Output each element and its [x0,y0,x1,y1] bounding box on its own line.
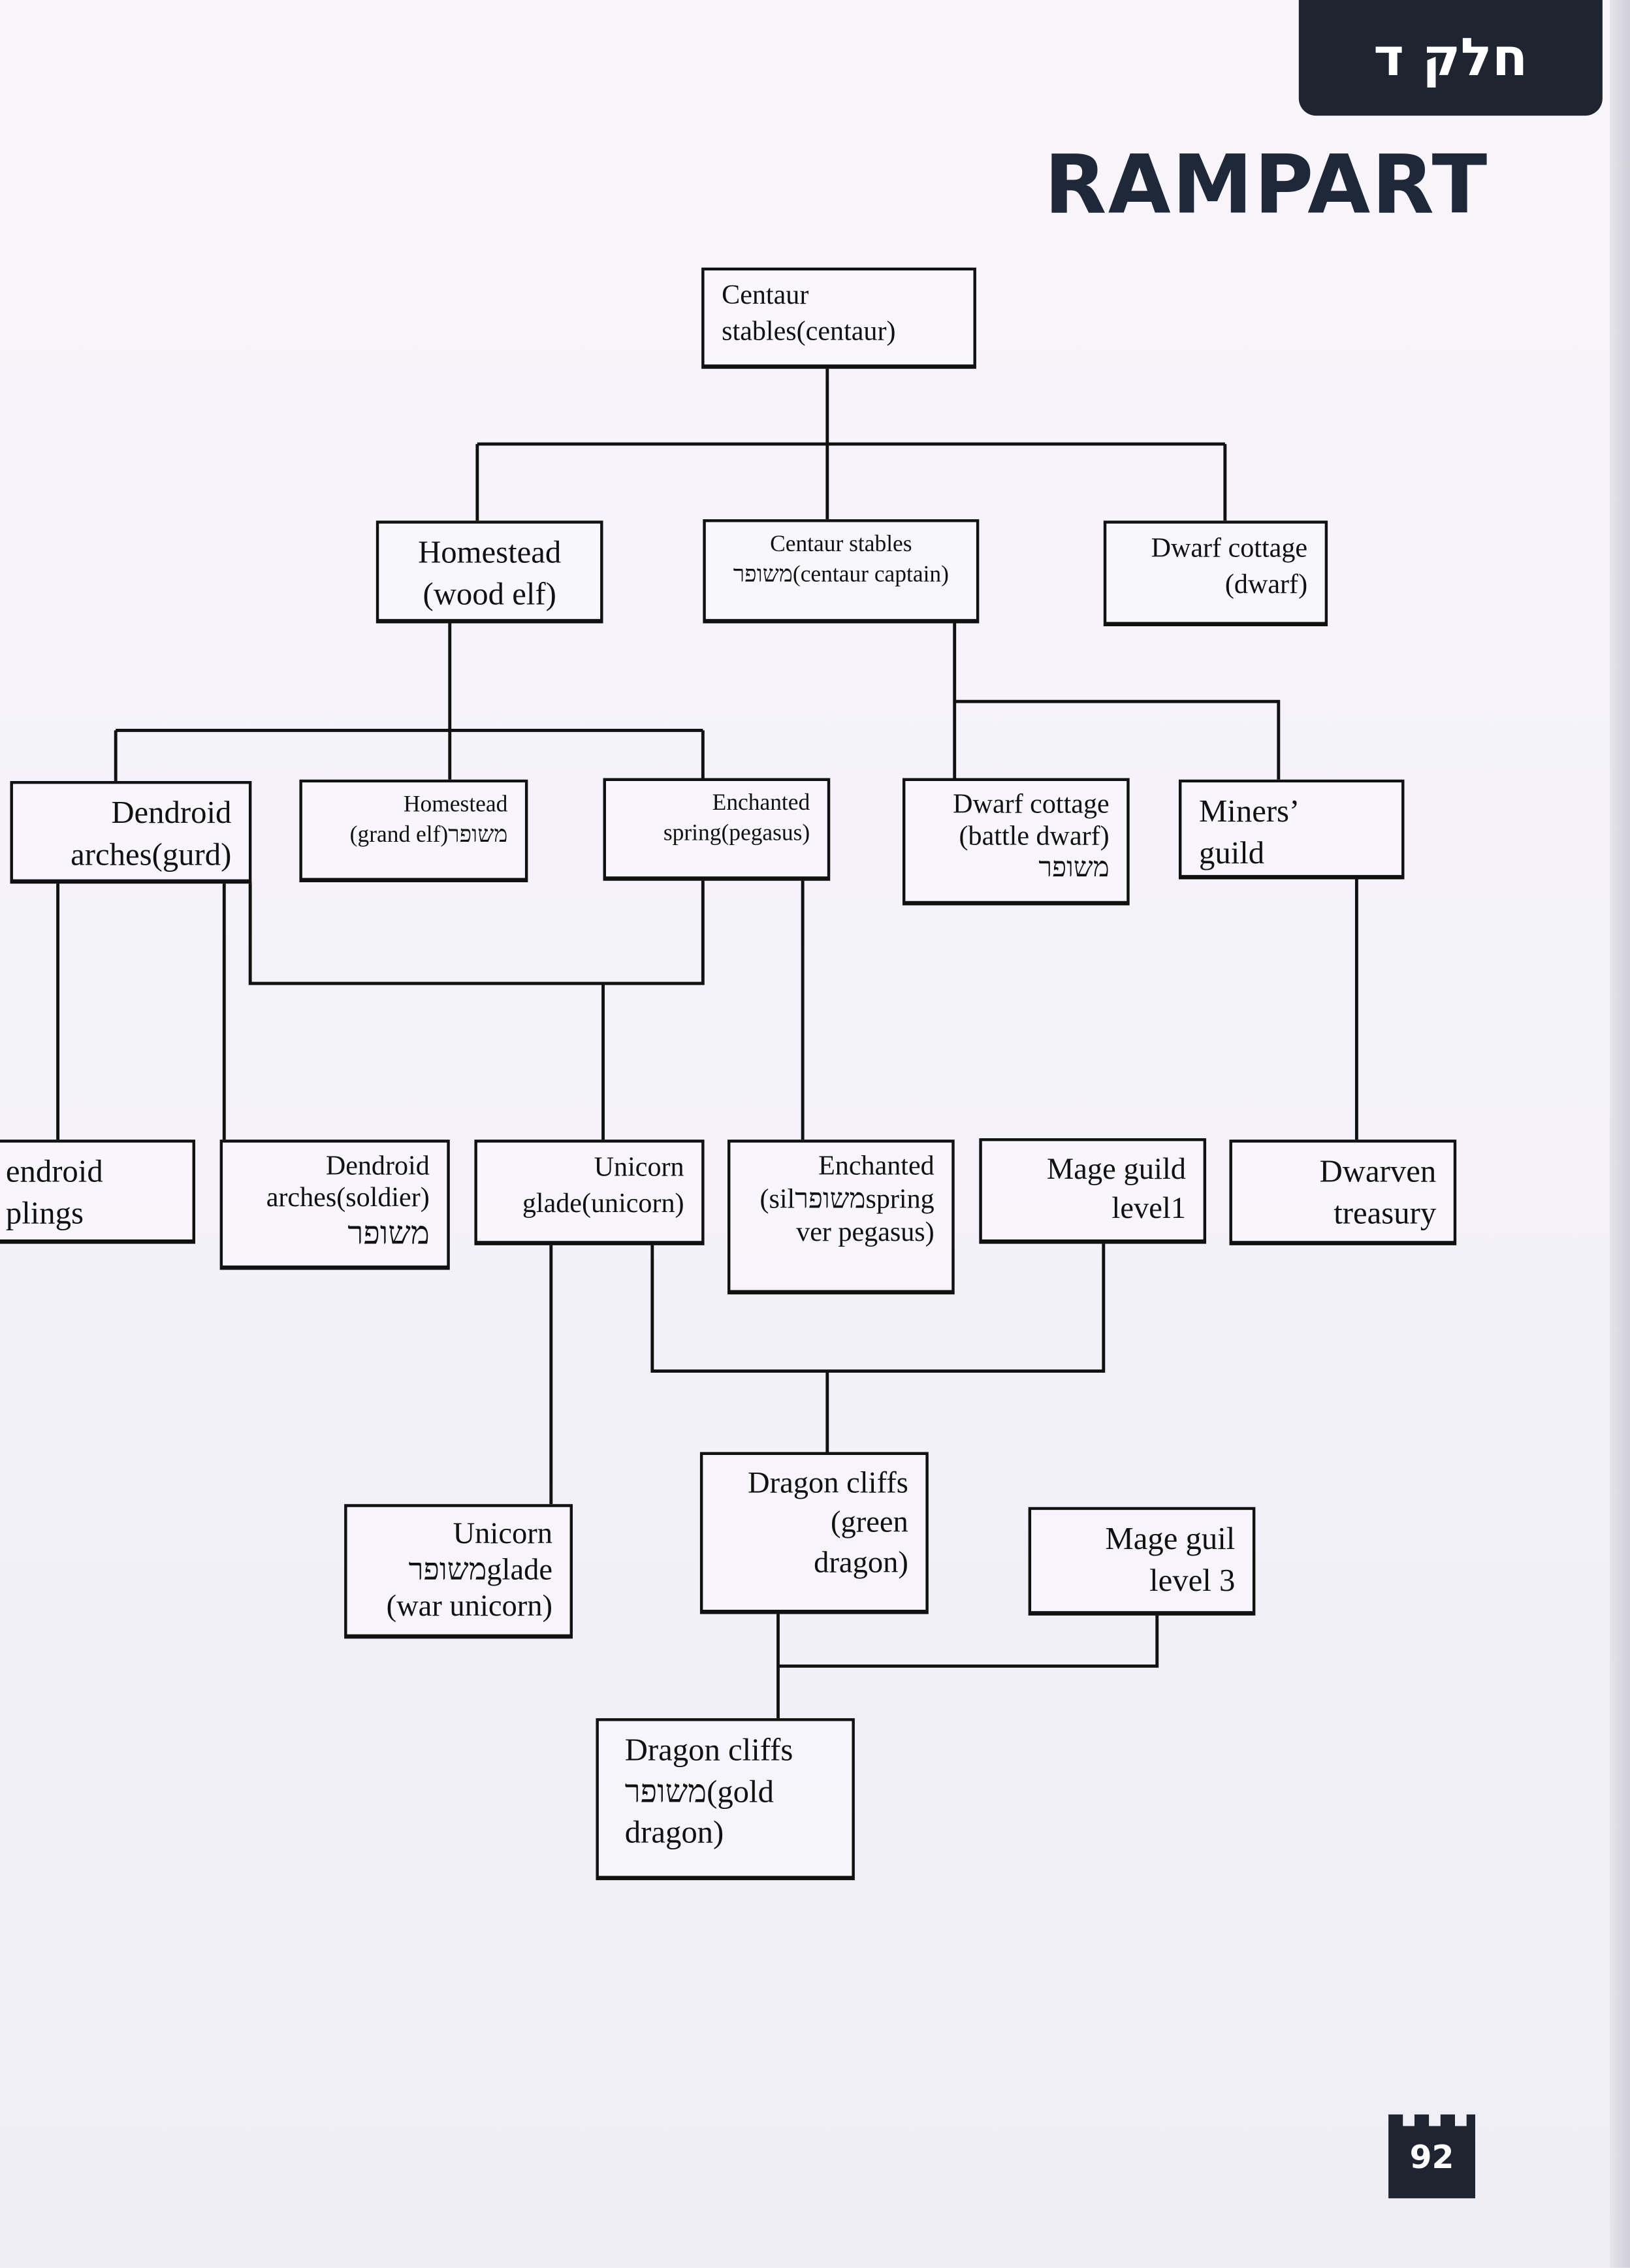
node-dwarf-cottage-battle: Dwarf cottage (battle dwarf) משופר [902,778,1130,906]
node-text: plings [5,1194,84,1230]
connector [953,622,1281,780]
connector [650,1242,1106,1452]
connector [248,879,705,1140]
node-text: Dragon cliffs [624,1731,793,1768]
node-centaur-captain: Centaur stables משופר(centaur captain) [703,519,980,624]
node-centaur-stables: Centaur stables(centaur) [701,267,976,369]
node-text: Dwarf cottage [953,790,1110,820]
node-dendroid-saplings: endroid plings [0,1140,195,1244]
connector [475,367,1227,521]
node-text: stables(centaur) [722,316,896,347]
node-text: Enchanted [818,1151,935,1182]
node-text: משופר(centaur captain) [733,562,949,587]
node-text: (silמשופרspring [759,1184,935,1215]
node-text: משופר [347,1214,430,1251]
node-text: level1 [1111,1190,1187,1226]
node-text: Homestead [403,792,508,818]
node-mage-guild-3: Mage guil level 3 [1028,1507,1256,1616]
node-mage-guild-1: Mage guild level1 [979,1138,1207,1244]
node-text: Dwarven [1319,1153,1437,1189]
node-text: (dwarf) [1224,569,1308,600]
node-miners-guild: Miners’ guild [1178,779,1405,880]
connector [114,622,705,781]
castle-icon [1388,2114,1475,2199]
section-tab: חלק ד [1298,0,1603,116]
page-number-badge: 92 [1386,2109,1478,2199]
node-text: arches(soldier) [266,1183,430,1213]
node-dragon-cliffs-green: Dragon cliffs (green dragon) [699,1452,929,1614]
node-enchanted-silver: Enchanted (silמשופרspring ver pegasus) [727,1140,955,1295]
node-text: Unicorn [594,1153,684,1183]
connector [776,1612,1159,1719]
node-text: משופר(gold [624,1772,774,1809]
node-text: level 3 [1149,1561,1236,1598]
node-dwarven-treasury: Dwarven treasury [1229,1140,1457,1245]
node-text: Dendroid [325,1151,430,1182]
node-text: glade(unicorn) [522,1188,684,1219]
node-text: (green [831,1504,908,1540]
page-number: 92 [1409,2140,1454,2177]
node-homestead: Homestead (wood elf) [376,520,603,624]
node-text: משופרglade [408,1552,553,1587]
node-dendroid-arches: Dendroid arches(gurd) [10,780,252,884]
node-dwarf-cottage: Dwarf cottage (dwarf) [1103,520,1328,626]
node-text: endroid [5,1153,103,1189]
node-text: Dragon cliffs [747,1465,908,1500]
node-text: Centaur stables [770,532,912,557]
node-text: Mage guild [1046,1151,1187,1187]
connector [801,878,1358,1140]
node-text: Homestead [418,534,562,570]
node-text: dragon) [624,1813,724,1851]
node-text: Enchanted [712,791,810,816]
node-text: (grand elf)משופר [349,822,508,848]
node-text: (wood elf) [423,575,556,611]
node-text: Dwarf cottage [1151,534,1308,564]
node-dendroid-soldier: Dendroid arches(soldier) משופר [219,1140,450,1270]
node-homestead-grand-elf: Homestead (grand elf)משופר [299,779,528,882]
node-dragon-cliffs-gold: Dragon cliffs משופר(gold dragon) [596,1718,855,1881]
node-text: משופר [1038,852,1110,884]
connector [56,882,226,1140]
node-text: treasury [1334,1194,1437,1230]
node-enchanted-spring: Enchanted spring(pegasus) [603,778,831,881]
node-text: guild [1198,833,1265,870]
node-unicorn-glade: Unicorn glade(unicorn) [474,1140,705,1245]
node-unicorn-war: Unicorn משופרglade (war unicorn) [344,1504,573,1639]
node-text: (battle dwarf) [959,821,1110,852]
node-text: spring(pegasus) [663,821,810,846]
node-text: Miners’ [1198,792,1300,829]
node-text: Centaur [722,280,809,311]
page-edge [1609,0,1630,2268]
node-text: Mage guil [1105,1520,1236,1557]
node-text: Dendroid [111,793,232,831]
node-text: (war unicorn) [386,1588,553,1623]
node-text: ver pegasus) [796,1217,935,1248]
node-text: dragon) [814,1544,908,1579]
node-text: arches(gurd) [71,835,232,872]
node-text: Unicorn [453,1516,553,1551]
page-title: RAMPART [1044,138,1489,233]
